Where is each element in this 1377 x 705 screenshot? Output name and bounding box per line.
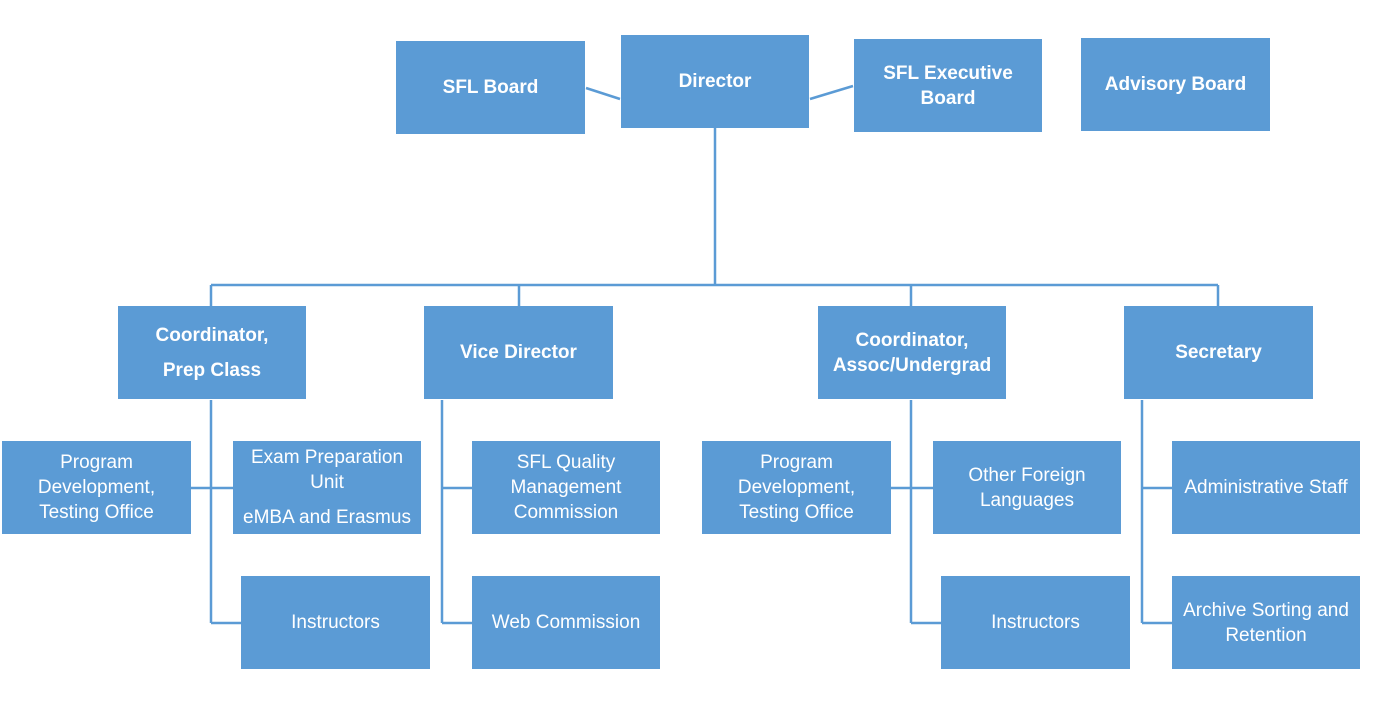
vice-director-node: Vice Director (424, 306, 613, 399)
prep-instructors-node: Instructors (241, 576, 430, 669)
sfl-board-label: SFL Board (442, 77, 539, 98)
prep-program-dev-line1: Program (60, 452, 133, 473)
admin-staff-label: Administrative Staff (1184, 477, 1348, 498)
coordinator-prep-class-node: Coordinator, Prep Class (118, 306, 306, 399)
coordinator-prep-label-line2: Prep Class (162, 359, 262, 381)
secretary-label: Secretary (1175, 342, 1262, 363)
coordinator-assoc-label-line1: Coordinator, (855, 329, 969, 351)
sfl-executive-board-node: SFL Executive Board (854, 39, 1042, 132)
quality-line3: Commission (513, 502, 619, 523)
archive-sorting-node: Archive Sorting and Retention (1172, 576, 1360, 669)
sfl-executive-board-label-line1: SFL Executive (883, 62, 1013, 84)
coordinator-assoc-label-line2: Assoc/Undergrad (832, 354, 992, 376)
prep-program-dev-line3: Testing Office (39, 502, 154, 523)
archive-line1: Archive Sorting and (1183, 599, 1349, 621)
coordinator-prep-label-line1: Coordinator, (155, 324, 269, 346)
sfl-quality-management-node: SFL Quality Management Commission (472, 441, 660, 534)
other-lang-line1: Other Foreign (968, 464, 1086, 486)
vice-director-label: Vice Director (460, 342, 577, 363)
prep-program-development-node: Program Development, Testing Office (2, 441, 191, 534)
director-node: Director (621, 35, 809, 128)
web-commission-label: Web Commission (491, 612, 641, 633)
advisory-board-label: Advisory Board (1104, 74, 1247, 95)
prep-program-dev-line2: Development, (37, 477, 156, 498)
assoc-program-dev-line3: Testing Office (739, 502, 854, 523)
secretary-node: Secretary (1124, 306, 1313, 399)
director-label: Director (678, 71, 752, 92)
administrative-staff-node: Administrative Staff (1172, 441, 1360, 534)
exam-preparation-unit-node: Exam Preparation Unit eMBA and Erasmus (233, 441, 421, 534)
advisory-board-node: Advisory Board (1081, 38, 1270, 131)
assoc-instructors-node: Instructors (941, 576, 1130, 669)
quality-line1: SFL Quality (516, 452, 616, 473)
exam-prep-line1: Exam Preparation (250, 447, 404, 468)
sfl-board-node: SFL Board (396, 41, 585, 134)
assoc-program-development-node: Program Development, Testing Office (702, 441, 891, 534)
exam-prep-line2: Unit (310, 472, 344, 493)
web-commission-node: Web Commission (472, 576, 660, 669)
archive-line2: Retention (1225, 624, 1307, 646)
connector-director-executive (809, 84, 854, 101)
assoc-program-dev-line2: Development, (737, 477, 856, 498)
other-foreign-languages-node: Other Foreign Languages (933, 441, 1121, 534)
assoc-instructors-label: Instructors (991, 612, 1080, 633)
connector-sfl-board-director (585, 86, 621, 101)
exam-prep-line3: eMBA and Erasmus (243, 507, 411, 528)
quality-line2: Management (510, 477, 622, 498)
other-lang-line2: Languages (979, 489, 1075, 511)
sfl-executive-board-label-line2: Board (920, 87, 976, 109)
coordinator-assoc-undergrad-node: Coordinator, Assoc/Undergrad (818, 306, 1006, 399)
assoc-program-dev-line1: Program (760, 452, 833, 473)
prep-instructors-label: Instructors (291, 612, 380, 633)
